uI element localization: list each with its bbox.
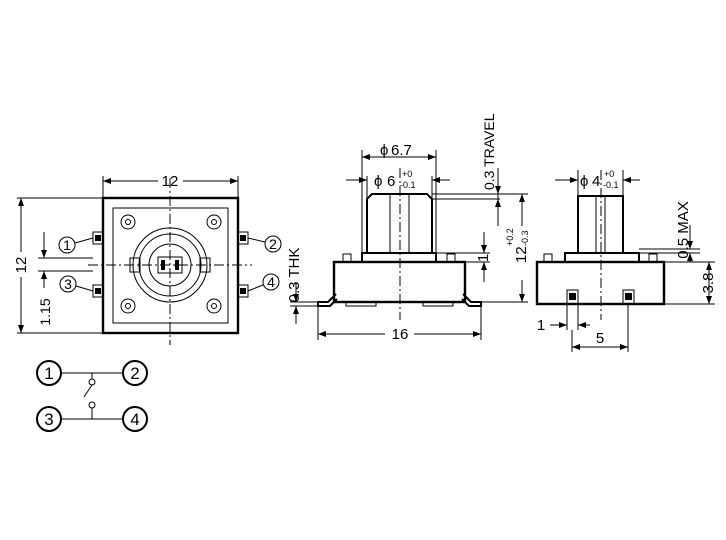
body-height-dim: 3.8 xyxy=(700,273,717,294)
pin-offset-dim: 1.15 xyxy=(37,298,53,325)
top-view: 1 2 3 4 12 12 xyxy=(13,173,282,345)
corner-holes xyxy=(120,214,222,314)
schematic-pin: 3 xyxy=(44,410,53,429)
side-stem-tol-minus: -0.1 xyxy=(603,180,619,190)
top-width-dim: 12 xyxy=(162,173,179,190)
pin-callout-1: 1 xyxy=(58,236,94,254)
side-stem-diameter-dim: 4 xyxy=(592,173,600,190)
side-stem-tol-plus: +0 xyxy=(604,169,614,179)
travel-dim: 0.3 TRAVEL xyxy=(481,113,497,190)
lead-width-dim: 1 xyxy=(537,317,545,334)
pin-label: 4 xyxy=(267,274,275,290)
stem-diameter-dim: 6 xyxy=(387,173,395,190)
length-dim: 16 xyxy=(392,326,409,343)
side-view: ϕ 4 +0 -0.1 0.5 MAX 3.8 1 5 xyxy=(535,169,717,352)
max-dim: 0.5 MAX xyxy=(675,201,692,259)
pin-callout-4: 4 xyxy=(247,273,280,292)
height-tol-plus: +0.2 xyxy=(505,228,515,246)
pin-callout-3: 3 xyxy=(59,275,94,293)
step-dim: 1 xyxy=(475,254,492,262)
schematic-pin: 1 xyxy=(44,364,53,383)
schematic: 1 2 3 4 xyxy=(36,360,148,432)
front-stem-phi: ϕ xyxy=(374,173,382,190)
schematic-pin: 2 xyxy=(130,364,139,383)
pin-label: 1 xyxy=(63,237,71,253)
front-phi-symbol: ϕ xyxy=(380,142,388,159)
pitch-dim: 5 xyxy=(596,330,604,347)
pin-label: 2 xyxy=(269,236,277,252)
pin-callout-2: 2 xyxy=(247,235,282,253)
front-collar xyxy=(361,252,437,263)
pin-label: 3 xyxy=(64,276,72,292)
top-height-dim: 12 xyxy=(13,257,30,274)
height-tol-minus: -0.3 xyxy=(520,230,530,246)
stem-tol-minus: -0.1 xyxy=(400,180,416,190)
schematic-pin: 4 xyxy=(130,410,139,429)
side-stem-phi: ϕ xyxy=(580,173,588,190)
front-height-dim: 12 xyxy=(513,246,530,263)
cap-diameter-dim: 6.7 xyxy=(391,142,412,159)
thickness-dim: 0.3 THK xyxy=(286,248,303,303)
stem-tol-plus: +0 xyxy=(402,169,412,179)
front-view: ϕ 6.7 ϕ 6 +0 -0.1 0.3 TRAVEL 0.3 THK xyxy=(286,113,530,343)
